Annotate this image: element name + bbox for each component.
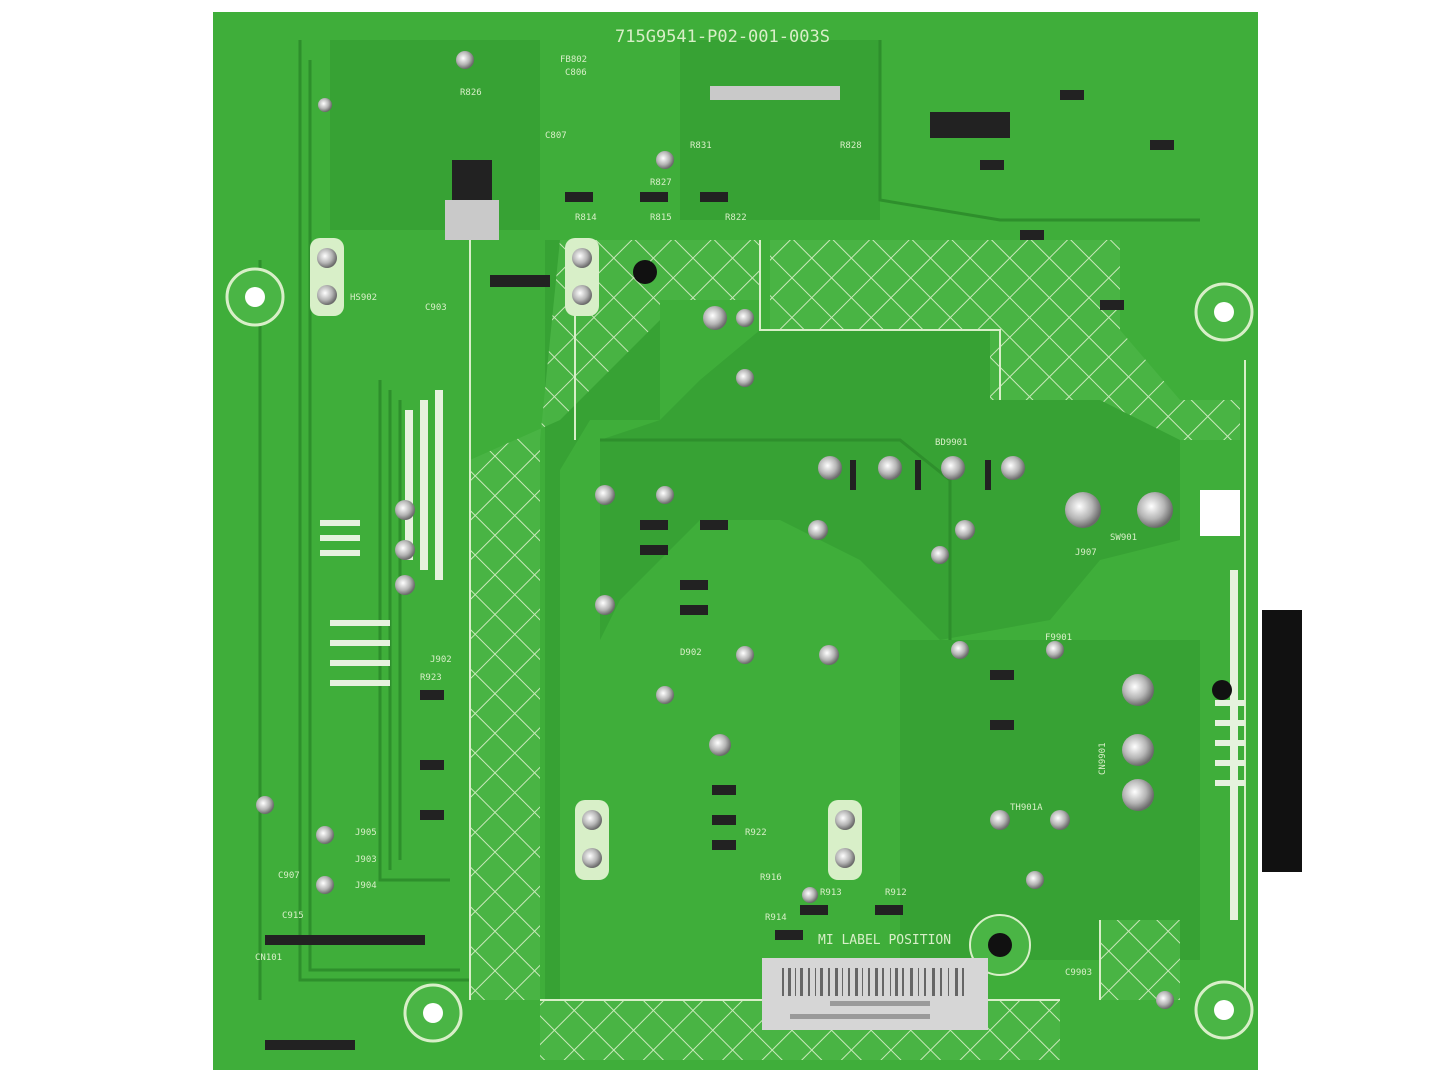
svg-text:J907: J907: [1075, 548, 1097, 558]
svg-text:R916: R916: [760, 873, 782, 883]
svg-text:FB802: FB802: [560, 55, 587, 65]
svg-text:R814: R814: [575, 213, 597, 223]
traces: [258, 40, 1200, 1000]
svg-text:R923: R923: [420, 673, 442, 683]
svg-text:J905: J905: [355, 828, 377, 838]
silk-stripes: [320, 390, 1245, 920]
svg-text:R826: R826: [460, 88, 482, 98]
svg-text:C806: C806: [565, 68, 587, 78]
svg-text:R914: R914: [765, 913, 787, 923]
svg-text:C903: C903: [425, 303, 447, 313]
designator-labels: BD9901 CN9901 SW901 J907 F9901 TH901A C9…: [255, 55, 1137, 978]
mi-label-position-text: MI LABEL POSITION: [818, 933, 951, 948]
svg-text:R831: R831: [690, 141, 712, 151]
svg-text:R828: R828: [840, 141, 862, 151]
svg-text:J904: J904: [355, 881, 377, 891]
svg-text:TH901A: TH901A: [1010, 803, 1043, 813]
mounting-holes: [225, 260, 1254, 1043]
smd-components: [265, 86, 1174, 1050]
svg-text:R913: R913: [820, 888, 842, 898]
solder-pads: [256, 51, 1174, 1009]
barcode-sticker: [762, 958, 988, 1030]
board-part-number: 715G9541-P02-001-003S: [615, 27, 830, 47]
svg-text:C807: C807: [545, 131, 567, 141]
svg-text:R827: R827: [650, 178, 672, 188]
svg-text:C9903: C9903: [1065, 968, 1092, 978]
power-connector: [1262, 610, 1302, 872]
jumper-pads: [310, 238, 862, 880]
svg-text:J902: J902: [430, 655, 452, 665]
svg-text:R912: R912: [885, 888, 907, 898]
svg-text:D902: D902: [680, 648, 702, 658]
svg-text:CN101: CN101: [255, 953, 282, 963]
svg-text:SW901: SW901: [1110, 533, 1137, 543]
svg-text:BD9901: BD9901: [935, 438, 968, 448]
svg-text:R922: R922: [745, 828, 767, 838]
svg-text:R822: R822: [725, 213, 747, 223]
svg-text:HS902: HS902: [350, 293, 377, 303]
svg-text:C907: C907: [278, 871, 300, 881]
board-cutout: [1200, 490, 1240, 536]
svg-text:R815: R815: [650, 213, 672, 223]
svg-text:J903: J903: [355, 855, 377, 865]
copper-pours: [330, 40, 1200, 1000]
svg-text:C915: C915: [282, 911, 304, 921]
svg-text:F9901: F9901: [1045, 633, 1072, 643]
svg-text:CN9901: CN9901: [1098, 742, 1108, 775]
